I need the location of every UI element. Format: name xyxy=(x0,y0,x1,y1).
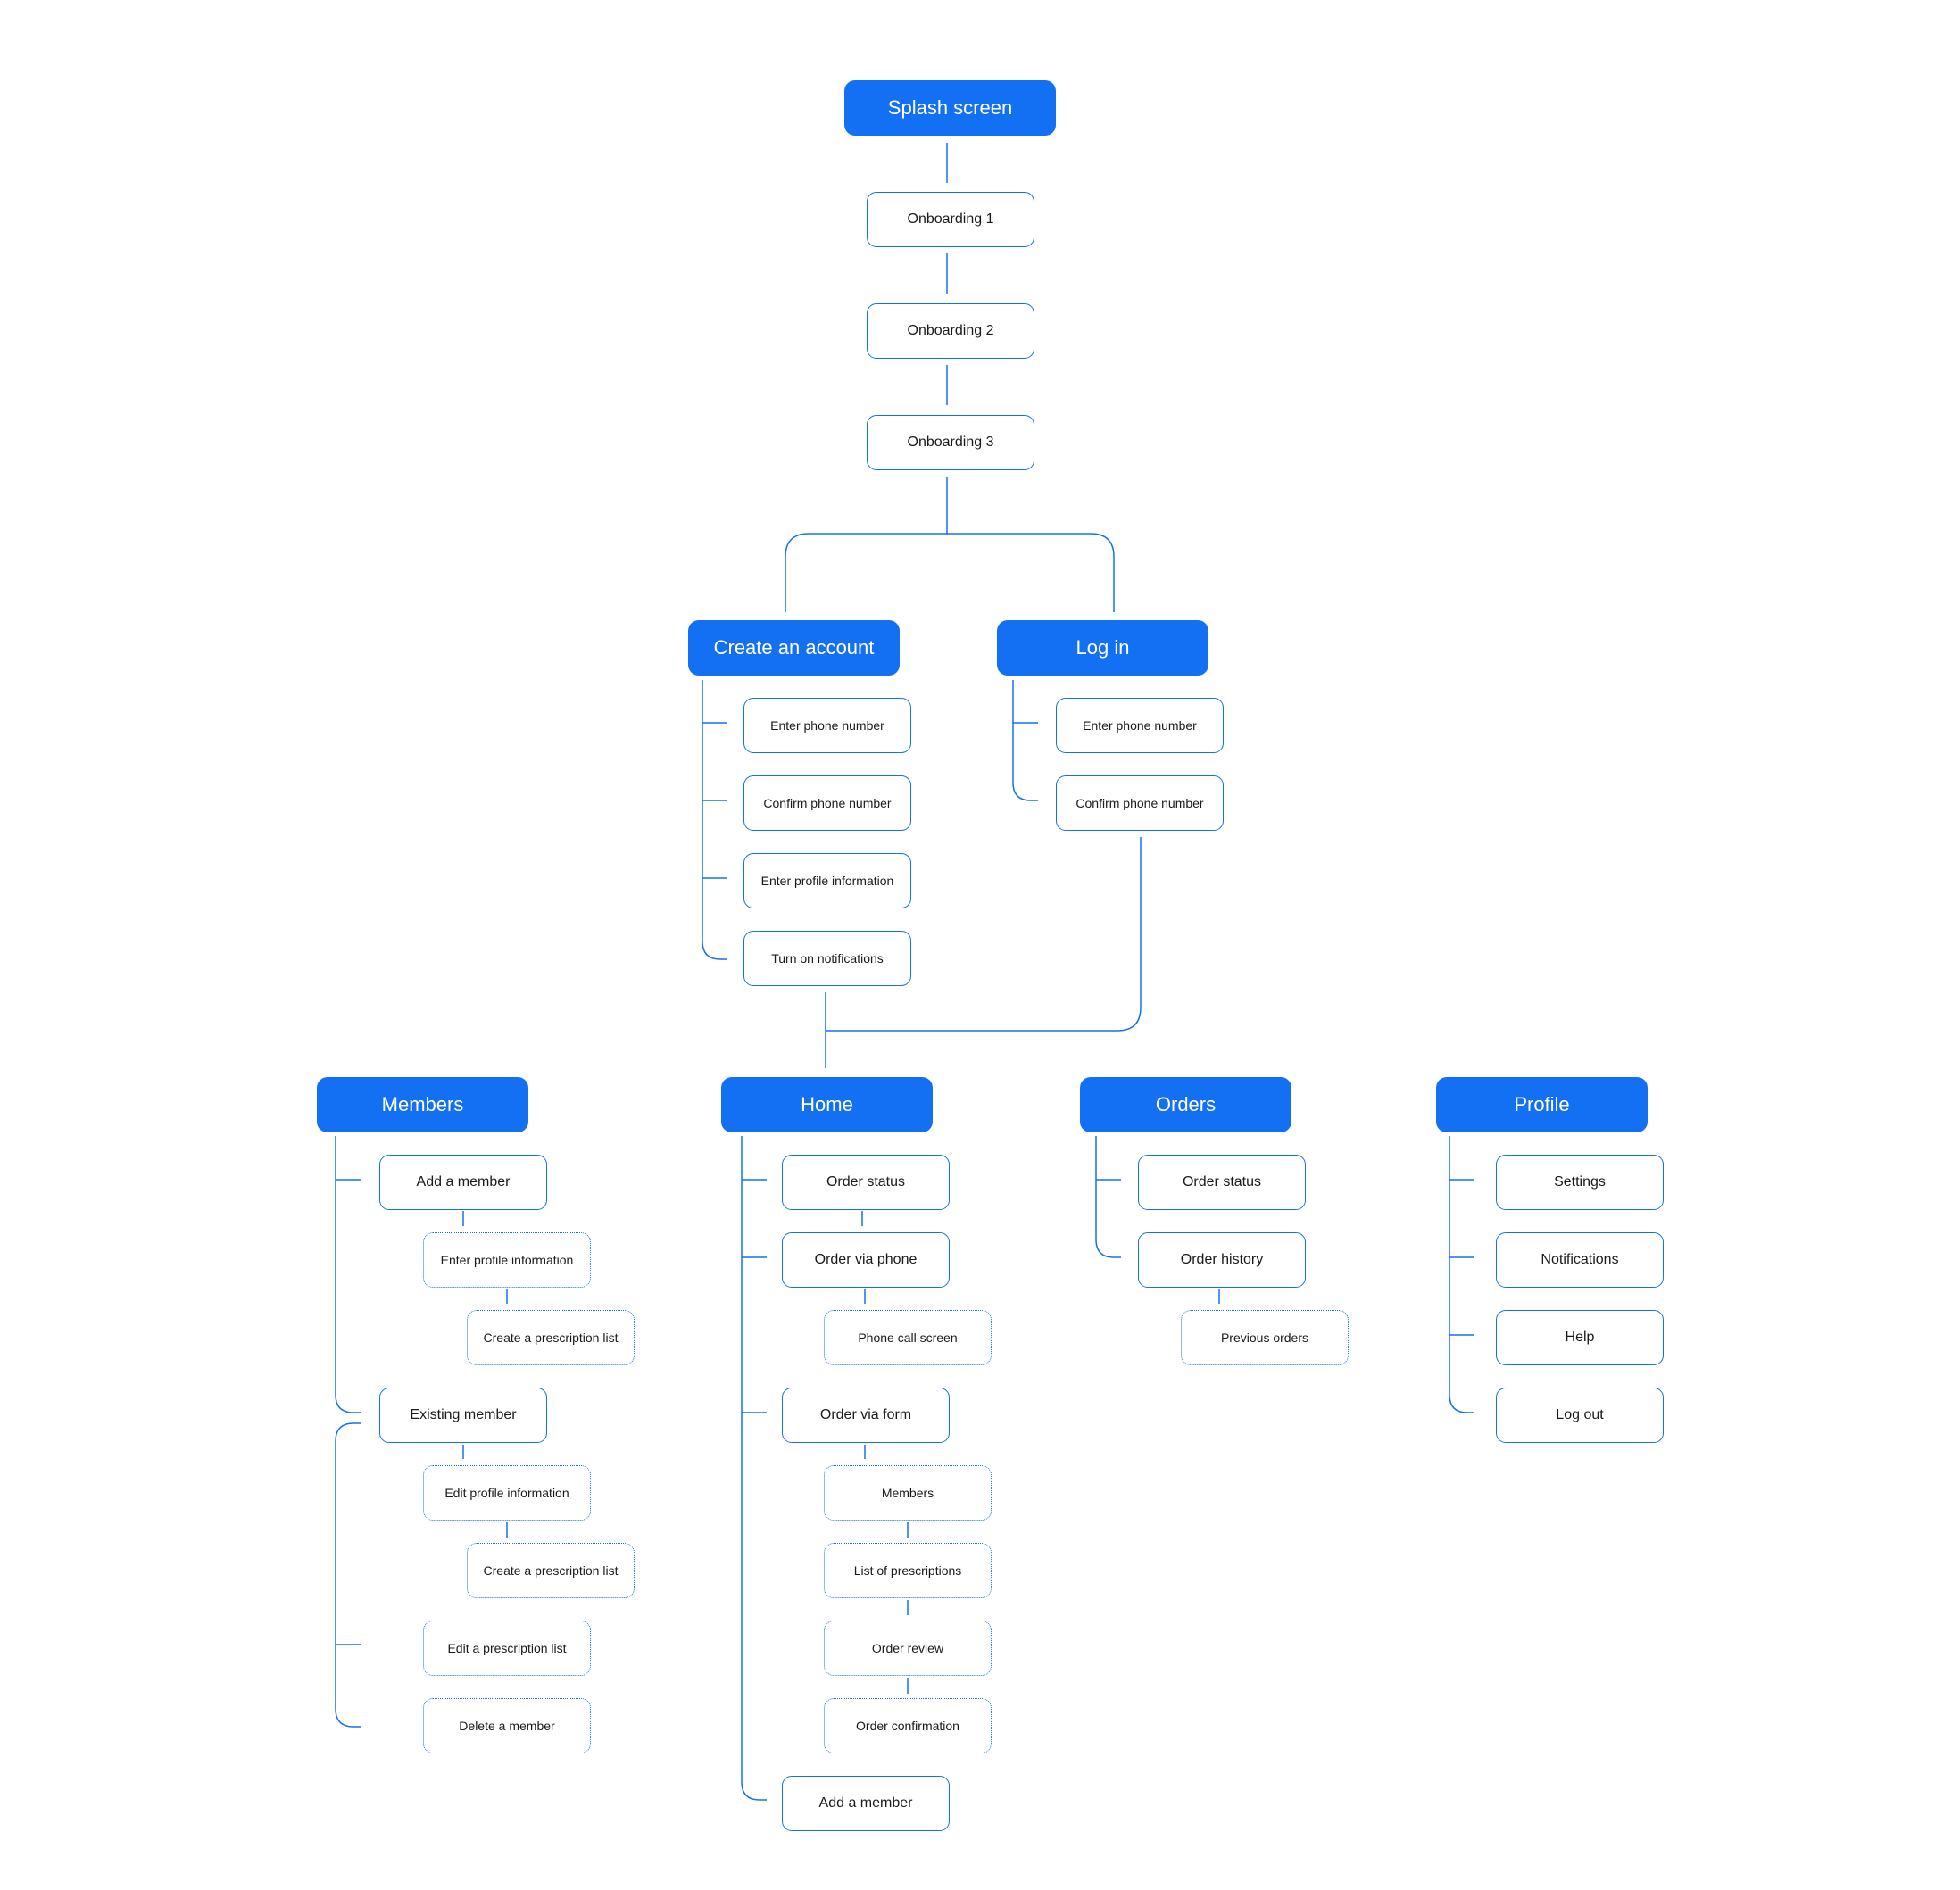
orders-order-history-node: Order history xyxy=(1138,1232,1306,1288)
create-turn-on-notifications-node: Turn on notifications xyxy=(743,931,911,986)
members-edit-prescription-node: Edit a prescription list xyxy=(423,1621,591,1676)
orders-order-status-node: Order status xyxy=(1138,1155,1306,1210)
login-confirm-phone-node: Confirm phone number xyxy=(1056,775,1224,831)
home-node: Home xyxy=(721,1077,933,1132)
home-order-via-form-node: Order via form xyxy=(782,1388,950,1443)
log-in-node: Log in xyxy=(997,620,1208,676)
create-enter-profile-node: Enter profile information xyxy=(743,853,911,908)
members-edit-profile-node: Edit profile information xyxy=(423,1465,591,1521)
members-add-enter-profile-node: Enter profile information xyxy=(423,1232,591,1288)
onboarding-3-node: Onboarding 3 xyxy=(867,415,1034,470)
create-enter-phone-node: Enter phone number xyxy=(743,698,911,753)
profile-notifications-node: Notifications xyxy=(1496,1232,1664,1288)
create-account-node: Create an account xyxy=(688,620,900,676)
splash-screen-node: Splash screen xyxy=(844,80,1056,136)
login-enter-phone-node: Enter phone number xyxy=(1056,698,1224,753)
home-order-status-node: Order status xyxy=(782,1155,950,1210)
orders-node: Orders xyxy=(1080,1077,1291,1132)
members-existing-create-prescription-node: Create a prescription list xyxy=(467,1543,635,1598)
onboarding-1-node: Onboarding 1 xyxy=(867,192,1034,247)
profile-node: Profile xyxy=(1436,1077,1648,1132)
orders-previous-orders-node: Previous orders xyxy=(1181,1310,1349,1365)
home-order-confirmation-node: Order confirmation xyxy=(824,1698,992,1753)
members-existing-member-node: Existing member xyxy=(379,1388,547,1443)
members-node: Members xyxy=(317,1077,528,1132)
members-delete-member-node: Delete a member xyxy=(423,1698,591,1753)
home-add-member-node: Add a member xyxy=(782,1776,950,1831)
home-order-review-node: Order review xyxy=(824,1621,992,1676)
home-order-via-phone-node: Order via phone xyxy=(782,1232,950,1288)
profile-help-node: Help xyxy=(1496,1310,1664,1365)
profile-log-out-node: Log out xyxy=(1496,1388,1664,1443)
create-confirm-phone-node: Confirm phone number xyxy=(743,775,911,831)
home-form-members-node: Members xyxy=(824,1465,992,1521)
onboarding-2-node: Onboarding 2 xyxy=(867,303,1034,359)
profile-settings-node: Settings xyxy=(1496,1155,1664,1210)
home-list-of-prescriptions-node: List of prescriptions xyxy=(824,1543,992,1598)
members-add-create-prescription-node: Create a prescription list xyxy=(467,1310,635,1365)
home-phone-call-screen-node: Phone call screen xyxy=(824,1310,992,1365)
members-add-member-node: Add a member xyxy=(379,1155,547,1210)
